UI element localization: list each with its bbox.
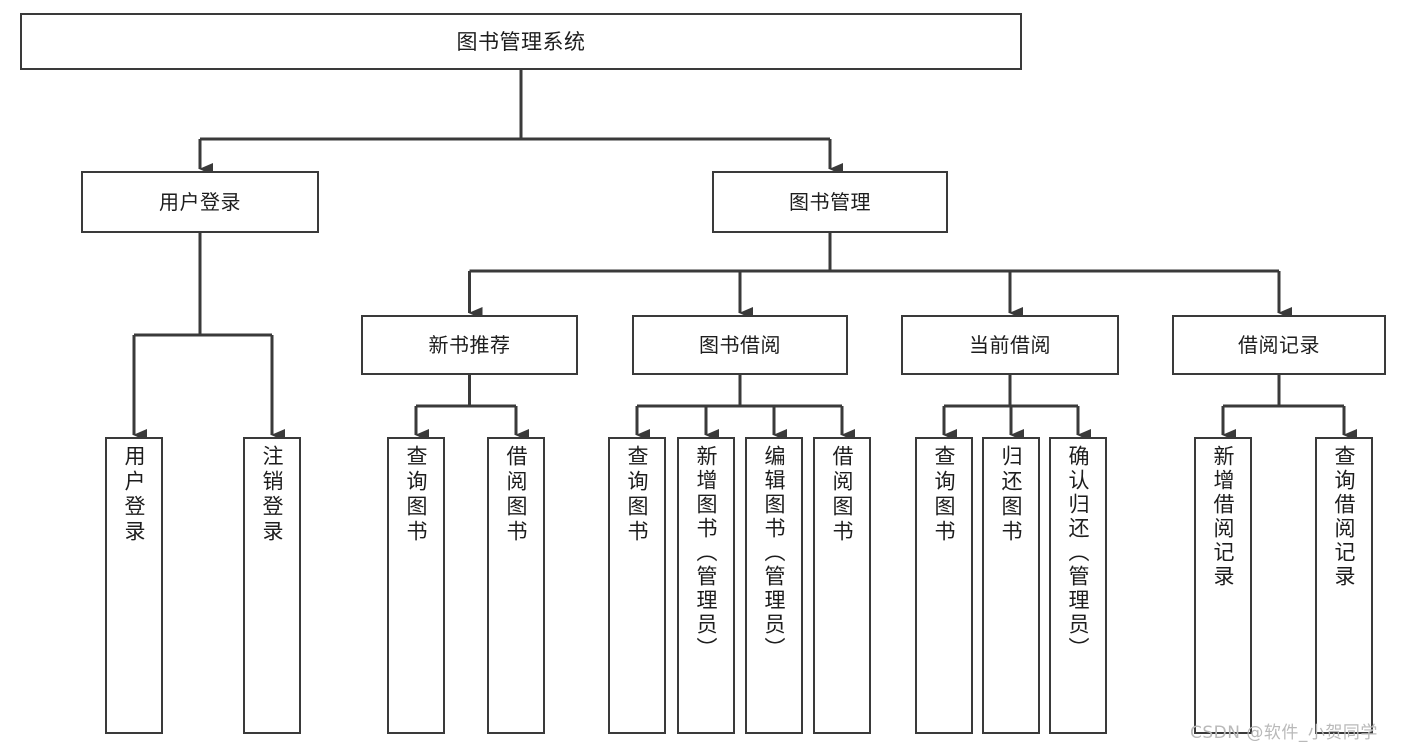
node-leaf-user-login[interactable]: 用户登录 <box>105 437 163 734</box>
node-leaf-confirm-return[interactable]: 确认归还（管理员） <box>1049 437 1107 734</box>
node-new-book-rec[interactable]: 新书推荐 <box>361 315 578 375</box>
node-user-login[interactable]: 用户登录 <box>81 171 319 233</box>
node-leaf-return-book[interactable]: 归还图书 <box>982 437 1040 734</box>
node-leaf-query-book-1[interactable]: 查询图书 <box>387 437 445 734</box>
node-leaf-borrow-book-2[interactable]: 借阅图书 <box>813 437 871 734</box>
node-label: 图书管理系统 <box>456 29 586 54</box>
node-current-borrow[interactable]: 当前借阅 <box>901 315 1119 375</box>
node-book-manage[interactable]: 图书管理 <box>712 171 948 233</box>
node-label: 新增借阅记录 <box>1211 445 1235 589</box>
node-label: 借阅图书 <box>830 445 854 545</box>
node-label: 查询图书 <box>404 445 428 545</box>
node-leaf-logout[interactable]: 注销登录 <box>243 437 301 734</box>
node-leaf-query-record[interactable]: 查询借阅记录 <box>1315 437 1373 734</box>
node-label: 编辑图书（管理员） <box>762 445 786 661</box>
node-leaf-add-record[interactable]: 新增借阅记录 <box>1194 437 1252 734</box>
node-leaf-edit-book[interactable]: 编辑图书（管理员） <box>745 437 803 734</box>
csdn-watermark: CSDN @软件_小贺同学 <box>1190 723 1378 743</box>
node-label: 图书管理 <box>789 190 871 214</box>
node-leaf-add-book[interactable]: 新增图书（管理员） <box>677 437 735 734</box>
node-label: 注销登录 <box>260 445 284 545</box>
node-label: 查询借阅记录 <box>1332 445 1356 589</box>
node-label: 确认归还（管理员） <box>1066 445 1090 661</box>
node-label: 归还图书 <box>999 445 1023 545</box>
node-label: 图书借阅 <box>699 333 781 357</box>
node-label: 用户登录 <box>122 445 146 545</box>
node-label: 新增图书（管理员） <box>694 445 718 661</box>
node-label: 查询图书 <box>932 445 956 545</box>
node-root[interactable]: 图书管理系统 <box>20 13 1022 70</box>
node-label: 用户登录 <box>159 190 241 214</box>
node-leaf-query-book-3[interactable]: 查询图书 <box>915 437 973 734</box>
node-label: 新书推荐 <box>428 333 511 357</box>
node-label: 借阅图书 <box>504 445 528 545</box>
node-label: 借阅记录 <box>1238 333 1320 357</box>
node-leaf-query-book-2[interactable]: 查询图书 <box>608 437 666 734</box>
node-book-borrow[interactable]: 图书借阅 <box>632 315 848 375</box>
node-label: 当前借阅 <box>969 333 1051 357</box>
node-leaf-borrow-book-1[interactable]: 借阅图书 <box>487 437 545 734</box>
node-borrow-record[interactable]: 借阅记录 <box>1172 315 1386 375</box>
node-label: 查询图书 <box>625 445 649 545</box>
